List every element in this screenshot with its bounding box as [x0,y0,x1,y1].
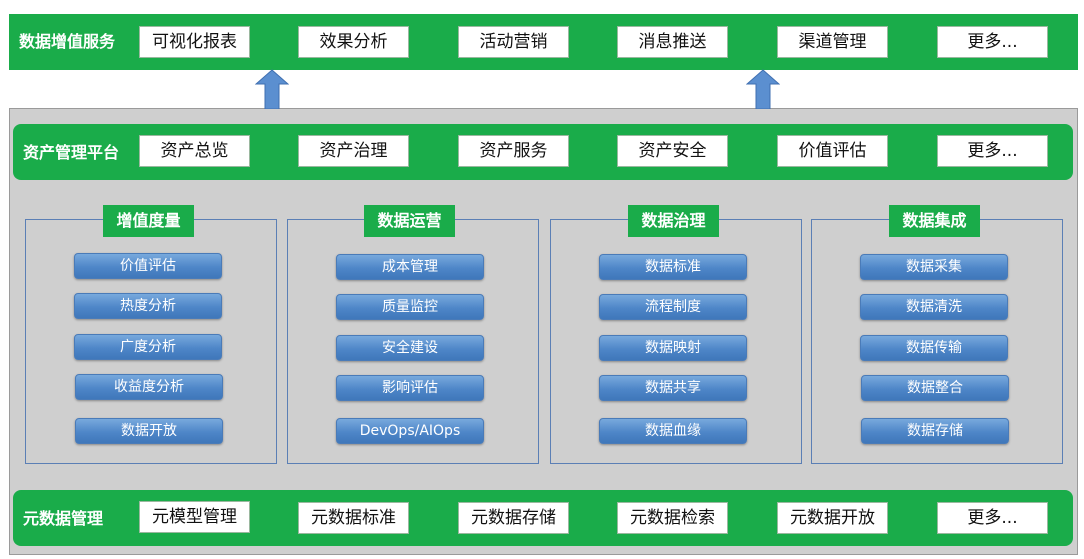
platform-container [9,108,1078,555]
panel-item: 价值评估 [74,253,222,279]
panel-item: 收益度分析 [75,374,223,400]
panel-item: 数据传输 [860,335,1008,361]
panel-item: 数据整合 [861,375,1009,401]
asset-platform-item: 资产总览 [139,135,250,167]
value-service-item: 效果分析 [298,26,409,58]
panel-item: 成本管理 [336,254,484,280]
panel-item: 数据血缘 [599,418,747,444]
value-service-item: 可视化报表 [139,26,250,58]
asset-platform-item: 资产安全 [617,135,728,167]
value-service-item: 消息推送 [617,26,728,58]
panel-item: 数据清洗 [860,294,1008,320]
panel-item: 广度分析 [74,334,222,360]
metadata-mgmt-item: 更多... [937,502,1048,534]
asset-platform-item: 资产服务 [458,135,569,167]
up-arrow-icon [746,69,780,109]
value-services-title: 数据增值服务 [19,32,116,51]
panel-title: 数据集成 [889,205,980,237]
metadata-mgmt-item: 元数据标准 [298,502,409,534]
value-service-item: 活动营销 [458,26,569,58]
panel-item: 数据共享 [599,375,747,401]
panel-item: 安全建设 [336,335,484,361]
asset-platform-item: 资产治理 [298,135,409,167]
panel-item: 数据标准 [599,254,747,280]
panel-item: 数据开放 [75,418,223,444]
panel-title: 数据运营 [364,205,455,237]
asset-platform-item: 更多... [937,135,1048,167]
asset-platform-item: 价值评估 [777,135,888,167]
panel-title: 增值度量 [103,205,194,237]
panel-item: 流程制度 [599,294,747,320]
metadata-mgmt-item: 元模型管理 [139,501,250,533]
metadata-mgmt-item: 元数据存储 [458,502,569,534]
panel-title: 数据治理 [628,205,719,237]
value-service-item: 渠道管理 [777,26,888,58]
panel-item: 数据映射 [599,335,747,361]
metadata-mgmt-title: 元数据管理 [23,509,104,528]
panel-item: DevOps/AIOps [336,418,484,444]
metadata-mgmt-item: 元数据开放 [777,502,888,534]
panel-item: 数据采集 [860,254,1008,280]
value-service-item: 更多... [937,26,1048,58]
panel-item: 热度分析 [74,293,222,319]
panel-item: 影响评估 [336,375,484,401]
metadata-mgmt-item: 元数据检索 [617,502,728,534]
up-arrow-icon [255,69,289,109]
asset-platform-title: 资产管理平台 [23,143,120,162]
panel-item: 质量监控 [336,294,484,320]
panel-item: 数据存储 [861,418,1009,444]
